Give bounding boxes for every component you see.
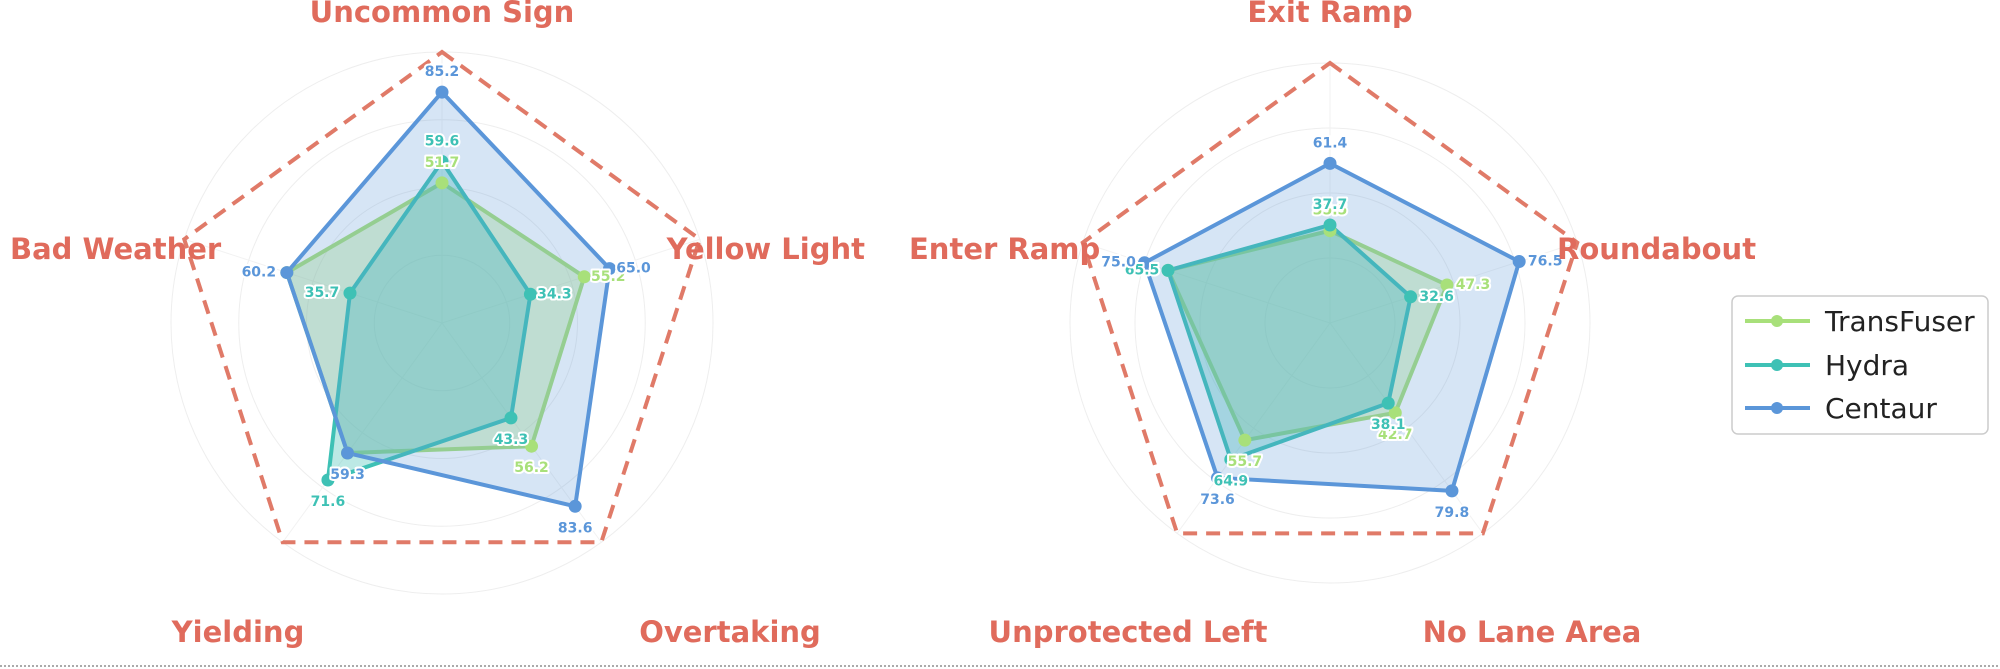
axis-title-unprotected-left: Unprotected Left (989, 615, 1268, 649)
value-label-centaur-roundabout: 76.5 (1528, 254, 1563, 270)
value-label-transfuser-yellow-light: 55.2 (591, 269, 626, 285)
value-label-centaur-no-lane-area: 79.8 (1435, 505, 1470, 521)
point-centaur-overtaking (568, 499, 582, 513)
value-label-transfuser-exit-ramp: 35.5 (1313, 203, 1348, 219)
point-hydra-enter-ramp (1161, 263, 1175, 277)
value-label-centaur-yielding: 59.3 (330, 467, 365, 483)
legend: TransFuser Hydra Centaur (1731, 295, 1989, 435)
legend-marker-transfuser (1771, 315, 1783, 327)
series-area-centaur (284, 90, 612, 509)
value-label-transfuser-overtaking: 56.2 (514, 460, 549, 476)
legend-entry-centaur: Centaur (1745, 392, 1937, 425)
series-area-centaur (1142, 161, 1522, 493)
value-label-transfuser-bad-weather: 60.2 (242, 265, 277, 281)
axis-title-no-lane-area: No Lane Area (1423, 615, 1642, 649)
value-label-hydra-overtaking: 43.3 (494, 432, 529, 448)
value-label-hydra-roundabout: 32.6 (1419, 289, 1454, 305)
legend-marker-hydra (1771, 359, 1783, 371)
point-hydra-overtaking (504, 411, 518, 425)
point-centaur-unprotected-left (1211, 471, 1225, 485)
grid-spoke (1082, 242, 1331, 324)
outline-polygon (1080, 60, 1580, 536)
legend-label-transfuser: TransFuser (1824, 305, 1975, 338)
series-area-transfuser (284, 180, 587, 456)
point-transfuser-overtaking (525, 439, 539, 453)
grid-spoke (282, 322, 443, 543)
value-label-transfuser-unprotected-left: 55.7 (1228, 454, 1263, 470)
axis-title-exit-ramp: Exit Ramp (1247, 0, 1412, 29)
grid-spoke (1329, 242, 1578, 324)
point-centaur-yielding (341, 446, 355, 460)
legend-label-hydra: Hydra (1825, 349, 1909, 382)
point-transfuser-roundabout (1440, 278, 1454, 292)
axis-title-bad-weather: Bad Weather (10, 232, 222, 266)
value-label-transfuser-uncommon-sign: 51.7 (425, 155, 460, 171)
axis-title-yielding: Yielding (171, 615, 305, 649)
point-centaur-enter-ramp (1138, 256, 1152, 270)
axis-title-enter-ramp: Enter Ramp (909, 232, 1100, 266)
value-label-centaur-uncommon-sign: 85.2 (425, 64, 460, 80)
legend-box (1731, 295, 1989, 435)
value-label-hydra-enter-ramp: 65.5 (1125, 262, 1160, 278)
value-label-centaur-enter-ramp: 75.0 (1101, 255, 1136, 271)
value-label-centaur-unprotected-left: 73.6 (1200, 492, 1235, 508)
value-label-hydra-no-lane-area: 38.1 (1371, 417, 1406, 433)
point-centaur-bad-weather (280, 266, 294, 280)
value-label-transfuser-enter-ramp: 65.5 (1125, 262, 1160, 278)
axis-title-roundabout: Roundabout (1557, 232, 1756, 266)
value-label-hydra-exit-ramp: 37.7 (1313, 197, 1348, 213)
point-hydra-unprotected-left (1224, 453, 1238, 467)
point-transfuser-yellow-light (577, 270, 591, 284)
point-centaur-roundabout (1512, 255, 1526, 269)
point-hydra-bad-weather (343, 286, 357, 300)
point-centaur-yellow-light (603, 262, 617, 276)
legend-entry-hydra: Hydra (1745, 349, 1909, 382)
point-hydra-no-lane-area (1381, 396, 1395, 410)
value-label-centaur-yellow-light: 65.0 (616, 261, 651, 277)
value-label-centaur-exit-ramp: 61.4 (1313, 135, 1348, 151)
grid-spoke (1176, 322, 1331, 534)
point-transfuser-unprotected-left (1238, 433, 1252, 447)
legend-label-centaur: Centaur (1825, 392, 1937, 425)
axis-title-uncommon-sign: Uncommon Sign (310, 0, 575, 29)
point-centaur-no-lane-area (1445, 484, 1459, 498)
grid-spoke (441, 238, 700, 324)
grid-spoke (1329, 322, 1484, 534)
value-label-hydra-uncommon-sign: 59.6 (425, 133, 460, 149)
value-label-centaur-bad-weather: 60.2 (242, 265, 277, 281)
value-label-transfuser-no-lane-area: 42.7 (1378, 427, 1413, 443)
value-label-transfuser-yielding: 59.3 (330, 467, 365, 483)
series-area-hydra (1166, 222, 1413, 462)
point-transfuser-no-lane-area (1388, 406, 1402, 420)
value-label-transfuser-roundabout: 47.3 (1456, 277, 1491, 293)
point-hydra-exit-ramp (1323, 218, 1337, 232)
series-area-hydra (325, 159, 533, 482)
radar-chart-right: 35.547.342.755.765.537.732.638.164.965.5… (909, 0, 1756, 649)
value-label-hydra-unprotected-left: 64.9 (1214, 474, 1249, 490)
point-centaur-uncommon-sign (435, 85, 449, 99)
point-transfuser-uncommon-sign (435, 176, 449, 190)
value-label-hydra-yellow-light: 34.3 (537, 286, 572, 302)
value-label-centaur-overtaking: 83.6 (558, 520, 593, 536)
point-hydra-uncommon-sign (435, 154, 449, 168)
legend-entry-transfuser: TransFuser (1745, 305, 1975, 338)
value-label-hydra-bad-weather: 35.7 (305, 285, 340, 301)
legend-marker-centaur (1771, 402, 1783, 414)
axis-title-yellow-light: Yellow Light (666, 232, 866, 266)
outline-polygon (181, 49, 703, 545)
point-hydra-yielding (321, 473, 335, 487)
point-hydra-roundabout (1404, 290, 1418, 304)
radar-chart-left: 51.7 55.2 56.2 59.3 60.2 59.6 34.3 43.3 71.6 35.7… (10, 0, 865, 649)
grid-spoke (184, 238, 443, 324)
point-hydra-yellow-light (523, 287, 537, 301)
axis-title-overtaking: Overtaking (639, 615, 821, 649)
point-centaur-exit-ramp (1323, 156, 1337, 170)
value-label-hydra-yielding: 71.6 (311, 494, 346, 510)
